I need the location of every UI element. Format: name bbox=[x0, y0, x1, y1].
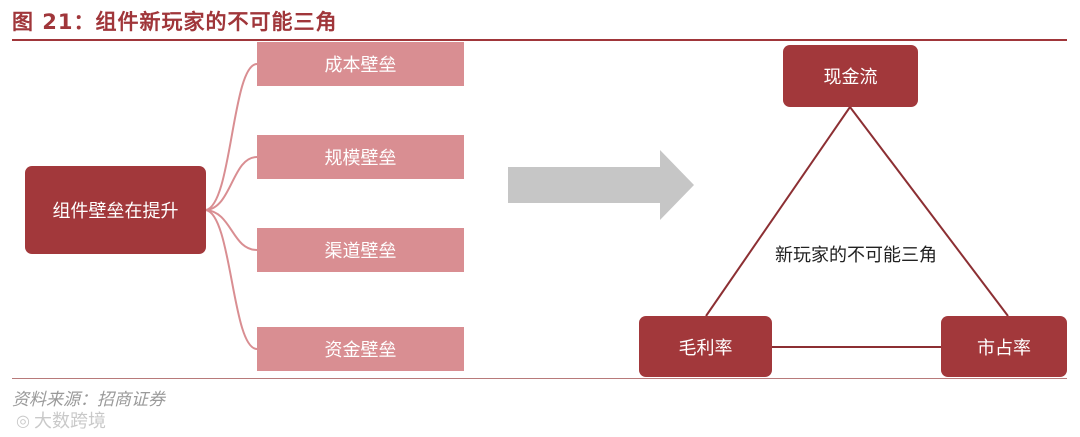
triangle-node-market-share: 市占率 bbox=[941, 316, 1067, 377]
connector-channel bbox=[205, 209, 258, 251]
transition-arrow bbox=[508, 150, 694, 220]
connector-scale bbox=[205, 156, 258, 211]
footer-divider bbox=[12, 378, 1067, 379]
watermark: ◎ 大数跨境 bbox=[16, 407, 106, 433]
triangle-node-gross-margin: 毛利率 bbox=[639, 316, 772, 377]
connector-cost bbox=[205, 63, 258, 211]
title-divider bbox=[12, 39, 1067, 41]
branch-scale-barrier: 规模壁垒 bbox=[257, 135, 464, 179]
watermark-text: 大数跨境 bbox=[33, 411, 106, 432]
branch-capital-barrier: 资金壁垒 bbox=[257, 327, 464, 371]
branch-cost-barrier: 成本壁垒 bbox=[257, 42, 464, 86]
triangle-center-label: 新玩家的不可能三角 bbox=[775, 245, 937, 266]
main-node-component-barrier: 组件壁垒在提升 bbox=[25, 166, 206, 254]
triangle-node-cash-flow: 现金流 bbox=[783, 45, 918, 107]
triangle-edge-left bbox=[705, 106, 851, 317]
figure-title: 图 21：组件新玩家的不可能三角 bbox=[12, 10, 338, 34]
source-note: 资料来源：招商证券 bbox=[12, 390, 165, 410]
branch-channel-barrier: 渠道壁垒 bbox=[257, 228, 464, 272]
triangle-edge-right bbox=[849, 106, 1009, 317]
connector-capital bbox=[205, 209, 258, 350]
watermark-logo-icon: ◎ bbox=[16, 410, 30, 430]
